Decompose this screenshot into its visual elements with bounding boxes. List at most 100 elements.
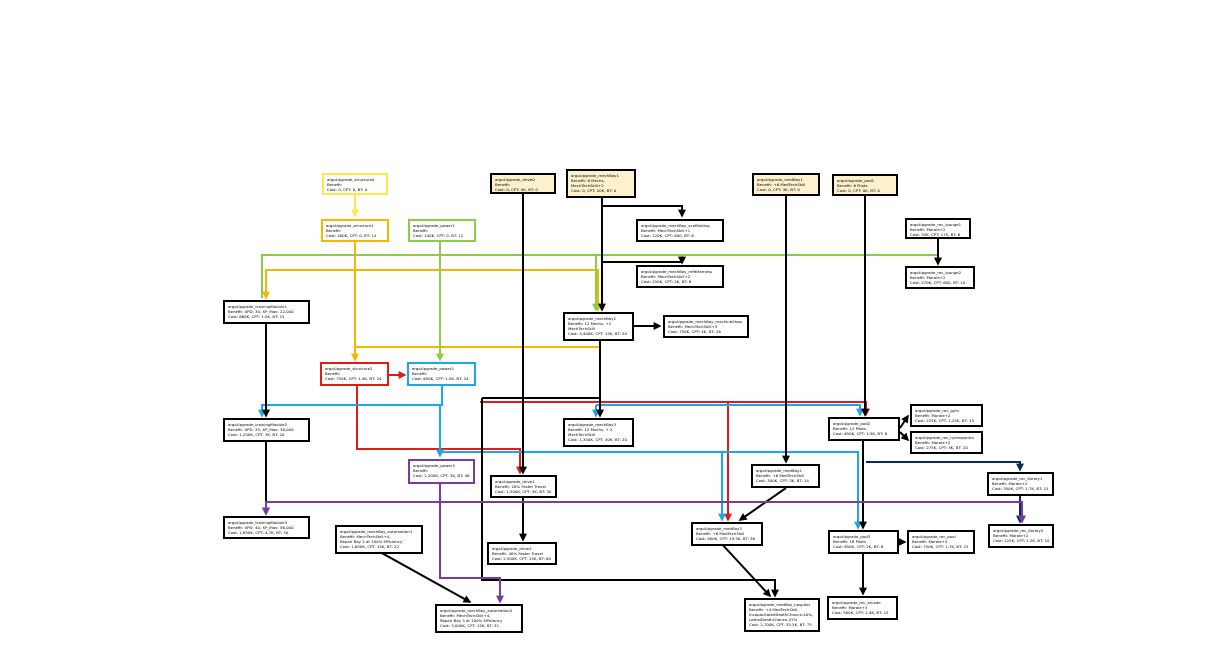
node-pod2[interactable]: argoUpgrade_pod2 Benefit: 12 Pilots Cost… [828,417,900,441]
node-cost: Cost: 2,500K, CPT: 15K, BT: 60 [492,556,552,561]
node-rec-pool[interactable]: argoUpgrade_rec_pool Benefit: Morale+3 C… [907,530,975,554]
node-title: argoUpgrade_drive2 [492,546,532,551]
node-cost: Cost: 3,000K, CPT: 15K, BT: 32 [440,623,500,628]
edge-power2-trainingModule2 [258,386,443,418]
node-medBay1[interactable]: argoUpgrade_medBay1 Benefit: +6 MedTechS… [752,173,820,196]
node-structure1[interactable]: argoUpgrade_structure1 Benefit: Cost: 28… [321,219,389,242]
node-title: argoUpgrade_rec_lounge1 [910,222,962,227]
node-cost: Cost: 500K, CPT: 2.4K, BT: 15 [832,610,889,615]
node-benefit: Benefit: MechTechSkill+1 [641,228,691,233]
edge-automation1-hospital [481,398,779,598]
node-mechBay-machineShop[interactable]: argoUpgrade_mechBay_machineShop Benefit:… [663,315,749,338]
node-mechBay-automation2[interactable]: argoUpgrade_mechBay_automation2 Benefit:… [435,604,523,633]
node-title: argoUpgrade_mechBay_automation2 [440,608,513,613]
node-cost: Cost: 2,700K, CPT: 35.5K, BT: 75 [749,622,812,627]
node-benefit: Benefit: 12 Mechs, +2 [568,321,612,326]
edge-pod2-hydroponics [899,431,910,442]
node-benefit: Benefit: +6 MedTechSkill [696,531,745,536]
node-trainingModule2[interactable]: argoUpgrade_trainingModule2 Benefit: XPD… [223,418,310,442]
node-cost: Cost: 850K, CPT: 2K, BT: 8 [833,544,884,549]
node-title: argoUpgrade_mechBay_machineShop [668,319,742,324]
node-benefit: Benefit: Morale+2 [915,413,951,418]
node-mechBay2[interactable]: argoUpgrade_mechBay2 Benefit: 12 Mechs, … [563,312,634,341]
node-benefit: Benefit: 6 Mechs, [571,178,605,183]
node-title: argoUpgrade_rec_library2 [993,528,1044,533]
node-medBay3[interactable]: argoUpgrade_medBay3 Benefit: +6 MedTechS… [691,522,763,546]
node-structure0[interactable]: argoUpgrade_structure0 Benefit: Cost: 0,… [322,173,388,195]
node-title: argoUpgrade_structure2 [325,366,373,371]
node-title: argoUpgrade_trainingModule1 [228,304,288,309]
node-title: argoUpgrade_mechBay2 [568,316,616,321]
node-cost: Cost: 900K, CPT: 19.5K, BT: 36 [696,536,756,541]
node-title: argoUpgrade_medBay_hospital [749,602,810,607]
edge-pod2-library1 [866,461,1024,472]
node-pod1[interactable]: argoUpgrade_pod1 Benefit: 6 Pilots Cost:… [832,174,898,196]
edge-power3-library2 [440,501,1026,524]
edge-pod2-gym [899,414,909,429]
node-trainingModule3[interactable]: argoUpgrade_trainingModule3 Benefit: XPD… [223,516,310,539]
node-medBay-hospital[interactable]: argoUpgrade_medBay_hospital Benefit: +4 … [744,598,820,632]
node-cost: Cost: 300K, CPT: 3K, BT: 14 [756,478,809,483]
node-benefit: MechTechSkill+2 [571,183,604,188]
node-title: argoUpgrade_drive0 [495,177,535,182]
node-cost: Cost: 1,850K, CPT: 4.7K, BT: 30 [228,530,289,535]
node-mechBay-automation1[interactable]: argoUpgrade_mechBay_automation1 Benefit:… [335,525,423,554]
node-cost: Cost: 55K, CPT: 175, BT: 6 [910,232,961,237]
node-drive2[interactable]: argoUpgrade_drive2 Benefit: 40% Faster T… [487,542,557,565]
node-benefit: Benefit: Morale+3 [912,539,948,544]
node-power1[interactable]: argoUpgrade_power1 Benefit: Cost: 140K, … [408,219,476,242]
node-benefit: Benefit: 20% Faster Travel [495,484,546,489]
node-title: argoUpgrade_trainingModule2 [228,422,288,427]
node-cost: Cost: 1,250K, CPT: 3K, BT: 20 [228,432,285,437]
node-rec-hydroponics[interactable]: argoUpgrade_rec_hydroponics Benefit: Mor… [910,431,983,454]
node-rec-library2[interactable]: argoUpgrade_rec_library2 Benefit: Morale… [988,524,1054,548]
node-benefit: Benefit: Morale+2 [910,275,946,280]
node-power2[interactable]: argoUpgrade_power2 Benefit: Cost: 650K, … [407,362,476,386]
node-structure2[interactable]: argoUpgrade_structure2 Benefit: Cost: 75… [320,362,389,386]
node-rec-gym[interactable]: argoUpgrade_rec_gym Benefit: Morale+2 Co… [910,404,983,427]
node-cost: Cost: 225K, CPT: 1.25K, BT: 15 [915,418,975,423]
node-benefit: Benefit: [413,228,429,233]
node-trainingModule1[interactable]: argoUpgrade_trainingModule1 Benefit: XPD… [223,300,310,324]
edge-structure2-pod2 [728,401,870,417]
node-cost: Cost: 250K, CPT: 2K, BT: 8 [641,279,692,284]
node-rec-lounge1[interactable]: argoUpgrade_rec_lounge1 Benefit: Morale+… [905,218,971,239]
edge-power3-automation2 [439,502,504,604]
node-drive0[interactable]: argoUpgrade_drive0 Benefit: Cost: 0, CPT… [490,173,556,194]
node-cost: Cost: 750K, CPT: 4K, BT: 28 [668,329,721,334]
node-mechBay-refitHarness[interactable]: argoUpgrade_mechBay_refitHarness Benefit… [636,265,724,288]
node-pod3[interactable]: argoUpgrade_pod3 Benefit: 18 Pilots Cost… [828,530,899,554]
node-cost: Cost: 750K, CPT: 1.4K, BT: 24 [325,376,382,381]
node-cost: Cost: 650K, CPT: 1.5K, BT: 24 [412,376,469,381]
node-benefit: Benefit: Morale+2 [910,227,946,232]
node-title: argoUpgrade_mechBay3 [568,422,616,427]
node-rec-library1[interactable]: argoUpgrade_rec_library1 Benefit: Morale… [987,472,1054,496]
node-mechBay-scaffolding[interactable]: argoUpgrade_mechBay_scaffolding Benefit:… [636,219,724,242]
node-benefit: Benefit: 6 Pilots [837,183,868,188]
node-benefit: Benefit: [327,182,343,187]
edge-automation1-automation2 [379,551,472,603]
node-cost: Cost: 140K, CPT: 0, BT: 12 [413,233,464,238]
node-title: argoUpgrade_pod2 [833,421,871,426]
node-rec-lounge2[interactable]: argoUpgrade_rec_lounge2 Benefit: Morale+… [905,266,975,289]
node-cost: Cost: 1,650K, CPT: 15K, BT: 22 [340,544,400,549]
node-power3[interactable]: argoUpgrade_power3 Benefit: Cost: 2,200K… [408,459,475,484]
node-medBay2[interactable]: argoUpgrade_medBay2 Benefit: +6 MedTechS… [751,464,820,488]
node-benefit: Benefit: MechTechSkill+4, [440,613,491,618]
node-mechBay-root[interactable]: argoUpgrade_mechBay1 Benefit: 6 Mechs, M… [566,169,636,198]
node-title: argoUpgrade_rec_arcade [832,600,881,605]
node-drive1[interactable]: argoUpgrade_drive1 Benefit: 20% Faster T… [490,475,557,498]
node-benefit: Benefit: MechTechSkill+3 [668,324,718,329]
node-cost: Cost: 270K, CPT: 600, BT: 10 [910,280,966,285]
edge-structure1-trainingModule1 [262,242,356,300]
node-rec-arcade[interactable]: argoUpgrade_rec_arcade Benefit: Morale+3… [827,596,898,620]
node-title: argoUpgrade_rec_hydroponics [915,435,975,440]
node-cost: Cost: 0, CPT: 0K, BT: 0 [495,187,538,192]
node-benefit: Benefit: [412,371,428,376]
node-cost: Cost: 0, CPT: 0, BT: 0 [327,187,368,192]
node-benefit: Benefit: Morale+2 [992,481,1028,486]
node-benefit: IncapacitatedDeathChance-40%, [749,612,814,617]
node-benefit: Benefit: Morale+2 [915,440,951,445]
node-title: argoUpgrade_rec_lounge2 [910,270,962,275]
node-mechBay3[interactable]: argoUpgrade_mechBay3 Benefit: 12 Mechs, … [563,418,634,447]
